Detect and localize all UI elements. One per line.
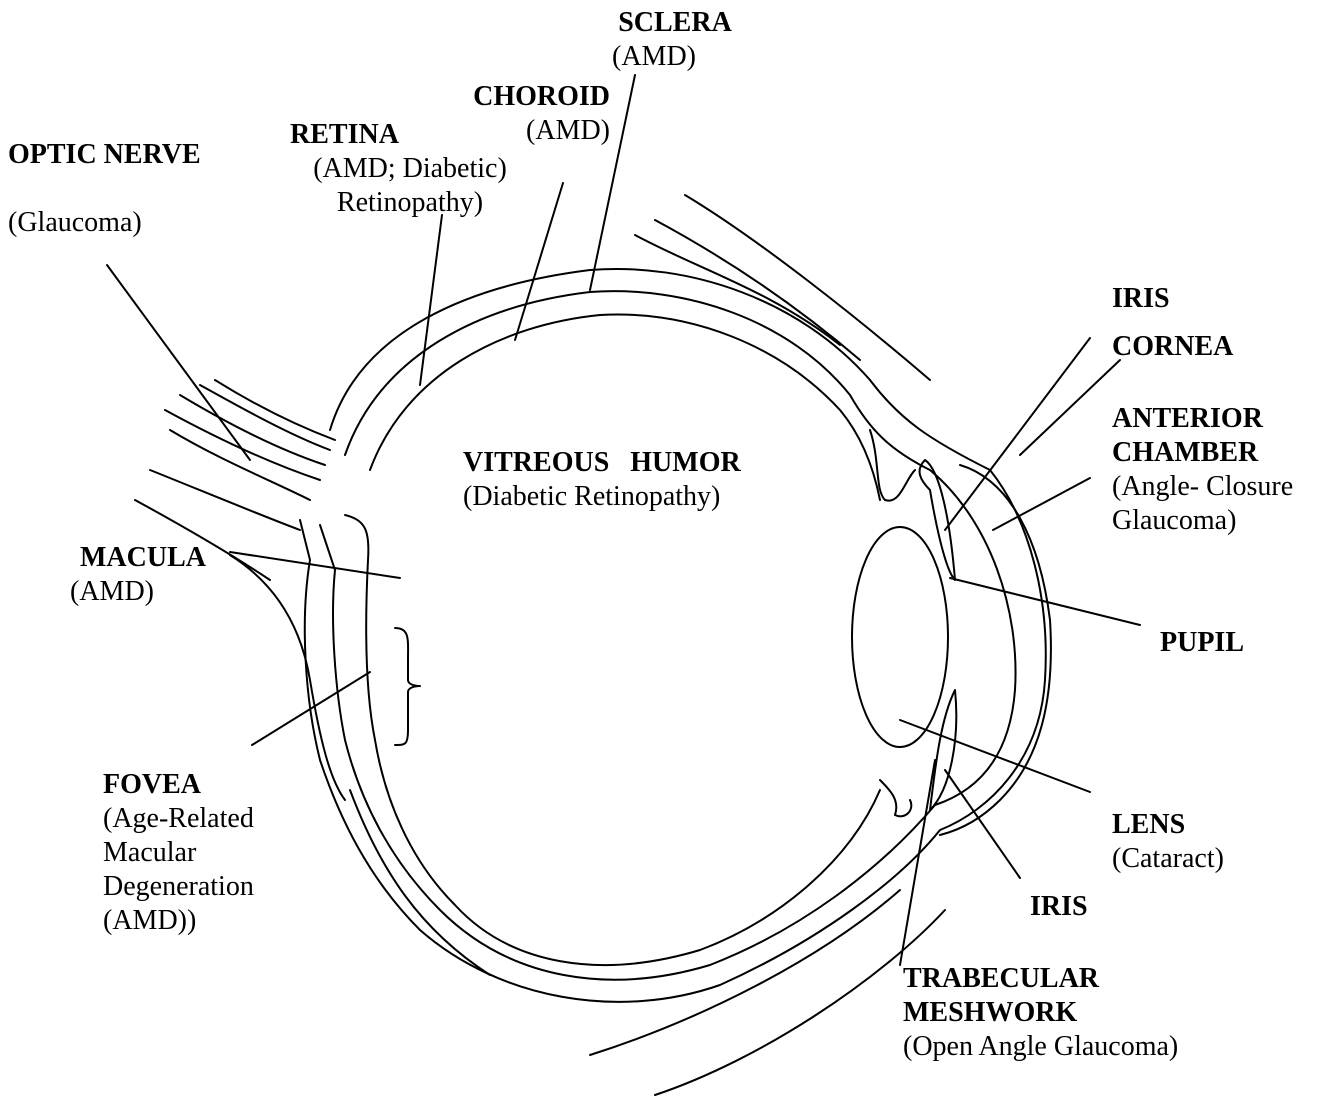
- label-anterior-sub2: Glaucoma): [1112, 504, 1293, 538]
- ciliary-bottom: [880, 780, 911, 816]
- label-vitreous-title: VITREOUS HUMOR: [463, 446, 741, 480]
- label-fovea-sub2: Macular: [103, 836, 254, 870]
- leader-optic-nerve: [107, 265, 250, 460]
- label-trabecular-title1: TRABECULAR: [903, 962, 1178, 996]
- optic-nerve-strand: [215, 380, 335, 440]
- outer-curve-bottom: [655, 910, 945, 1095]
- label-fovea-title: FOVEA: [103, 768, 254, 802]
- ciliary-top: [870, 430, 915, 501]
- label-cornea-title: CORNEA: [1112, 330, 1233, 364]
- lens-shape: [852, 527, 948, 747]
- iris-top-shape: [920, 460, 955, 580]
- label-macula-sub: (AMD): [70, 575, 206, 609]
- label-pupil-title: PUPIL: [1160, 626, 1244, 660]
- leader-cornea: [1020, 360, 1120, 455]
- iris-bottom-shape: [930, 690, 956, 810]
- label-retina-sub2: Retinopathy): [290, 186, 530, 220]
- label-iris-bottom: IRIS: [1030, 890, 1088, 924]
- label-lens: LENS (Cataract): [1112, 808, 1224, 876]
- label-trabecular-title2: MESHWORK: [903, 996, 1178, 1030]
- label-choroid-title: CHOROID: [450, 80, 610, 114]
- fovea-bracket: [395, 628, 420, 745]
- label-retina-sub1: (AMD; Diabetic): [290, 152, 530, 186]
- leader-iris-bottom: [945, 770, 1020, 878]
- label-pupil: PUPIL: [1160, 626, 1244, 660]
- label-macula-title: MACULA: [70, 541, 206, 575]
- label-anterior-sub1: (Angle- Closure: [1112, 470, 1293, 504]
- choroid-outline: [320, 291, 1016, 980]
- label-fovea-sub3: Degeneration: [103, 870, 254, 904]
- leader-iris-top: [945, 338, 1090, 530]
- label-anterior-title2: CHAMBER: [1112, 436, 1293, 470]
- label-anterior-chamber: ANTERIOR CHAMBER (Angle- Closure Glaucom…: [1112, 402, 1293, 538]
- label-iris-top: IRIS: [1112, 282, 1170, 316]
- optic-nerve-strand: [170, 430, 310, 500]
- retina-outline: [345, 315, 880, 965]
- label-optic-nerve-title: OPTIC NERVE: [8, 138, 201, 172]
- label-trabecular-meshwork: TRABECULAR MESHWORK (Open Angle Glaucoma…: [903, 962, 1178, 1064]
- label-iris-bottom-title: IRIS: [1030, 890, 1088, 924]
- label-sclera: SCLERA (AMD): [600, 6, 750, 74]
- outer-curve-bottom: [350, 790, 490, 975]
- label-vitreous-sub: (Diabetic Retinopathy): [463, 480, 741, 514]
- label-optic-nerve: OPTIC NERVE (Glaucoma): [8, 138, 201, 240]
- label-retina-title: RETINA: [290, 118, 530, 152]
- label-iris-top-title: IRIS: [1112, 282, 1170, 316]
- label-anterior-title1: ANTERIOR: [1112, 402, 1293, 436]
- label-fovea-sub1: (Age-Related: [103, 802, 254, 836]
- label-fovea-sub4: (AMD)): [103, 904, 254, 938]
- label-fovea: FOVEA (Age-Related Macular Degeneration …: [103, 768, 254, 938]
- sclera-outline: [300, 269, 1046, 1002]
- leader-retina: [420, 215, 442, 385]
- leader-anterior: [993, 478, 1090, 530]
- label-lens-title: LENS: [1112, 808, 1224, 842]
- optic-nerve-strand: [230, 555, 345, 800]
- label-optic-nerve-sub: (Glaucoma): [8, 206, 201, 240]
- label-lens-sub: (Cataract): [1112, 842, 1224, 876]
- label-sclera-title: SCLERA: [600, 6, 750, 40]
- optic-nerve-strand: [165, 410, 320, 480]
- label-vitreous-humor: VITREOUS HUMOR (Diabetic Retinopathy): [463, 446, 741, 514]
- label-sclera-sub: (AMD): [600, 40, 750, 74]
- label-cornea: CORNEA: [1112, 330, 1233, 364]
- label-retina: RETINA (AMD; Diabetic) Retinopathy): [290, 118, 530, 220]
- leader-trabecular: [900, 760, 935, 965]
- outer-curve-top: [655, 220, 860, 360]
- label-macula: MACULA (AMD): [70, 541, 206, 609]
- leader-lens: [900, 720, 1090, 792]
- cornea-outline: [940, 465, 1051, 835]
- label-trabecular-sub: (Open Angle Glaucoma): [903, 1030, 1178, 1064]
